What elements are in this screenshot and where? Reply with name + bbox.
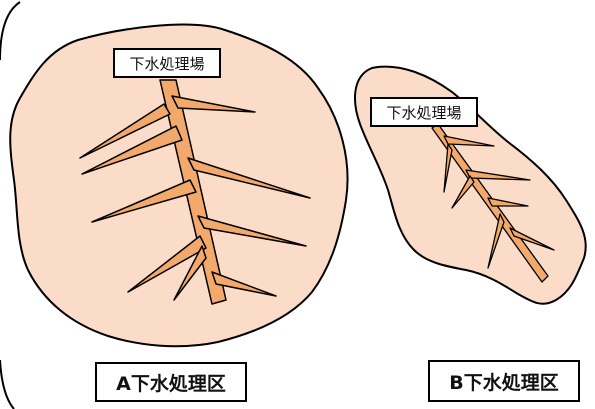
branch-sewer-b-7 <box>509 227 555 251</box>
frame-edge <box>0 1 21 409</box>
branch-sewer-a-8 <box>173 245 207 301</box>
branch-sewer-b-1 <box>443 135 495 147</box>
branch-sewer-b-6 <box>487 213 505 269</box>
district-b-plant-label: 下水処理場 <box>370 97 478 127</box>
branch-sewer-a-2 <box>79 103 171 159</box>
district-a-plant-label: 下水処理場 <box>113 48 221 78</box>
district-b-label: B下水処理区 <box>428 360 580 402</box>
district-a-sewer-network <box>79 79 311 305</box>
branch-sewer-a-3 <box>81 125 183 175</box>
branch-sewer-b-5 <box>487 197 529 207</box>
branch-sewer-b-3 <box>465 169 531 181</box>
branch-sewer-a-6 <box>197 215 307 247</box>
branch-sewer-b-4 <box>451 175 475 209</box>
branch-sewer-b-2 <box>443 143 453 193</box>
branch-sewer-a-7 <box>127 235 207 293</box>
branch-sewer-a-4 <box>187 157 311 199</box>
branch-sewer-a-9 <box>211 271 277 297</box>
branch-sewer-a-1 <box>171 95 256 113</box>
branch-sewer-a-5 <box>91 179 197 223</box>
district-a-label: A下水処理区 <box>95 362 247 402</box>
district-b-sewer-network <box>431 123 555 283</box>
